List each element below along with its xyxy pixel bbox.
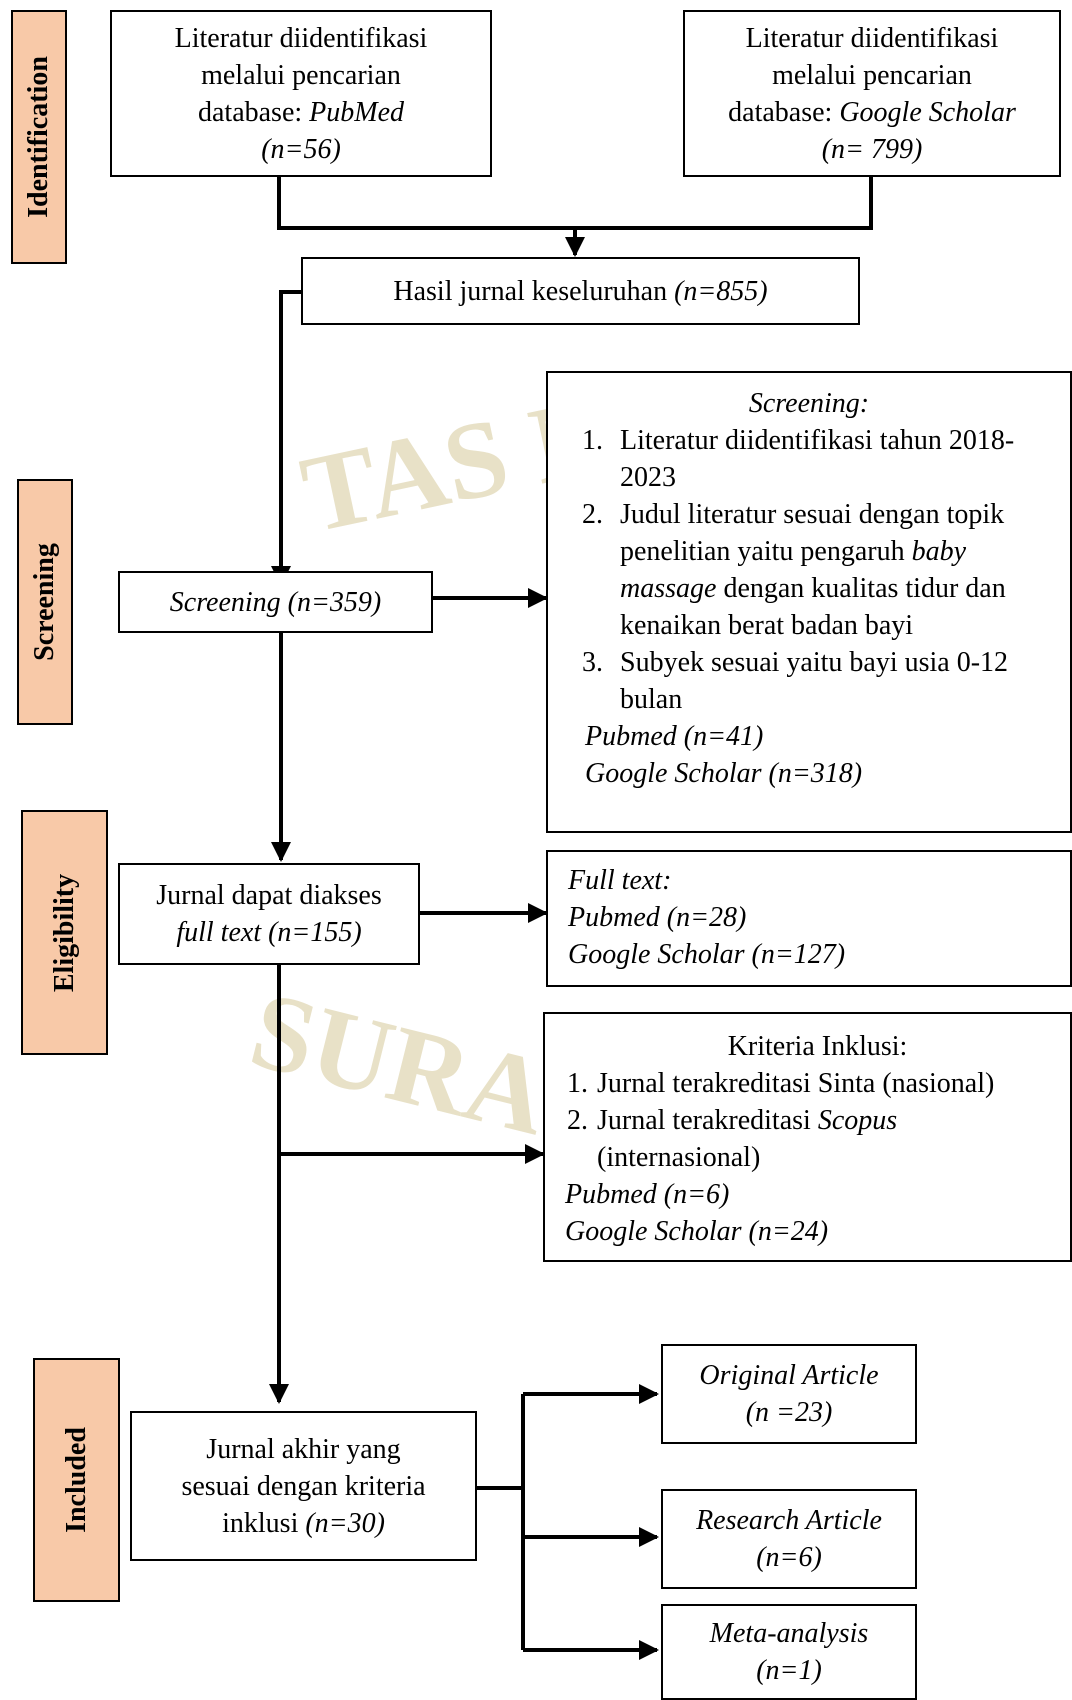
screening-text: Screening (n=359) (169, 586, 382, 618)
research-article-count: (n=6) (756, 1542, 822, 1573)
research-article-title: Research Article (696, 1505, 882, 1536)
phase-eligibility-label: Eligibility (48, 873, 80, 992)
pubmed-source-line2: melalui pencarian (201, 59, 401, 91)
total-box: Hasil jurnal keseluruhan (n=855) (301, 257, 860, 325)
arrow-total-to-screening (271, 290, 301, 586)
scholar-source-line1: Literatur diidentifikasi (745, 22, 999, 54)
branch-connector (477, 1394, 525, 1650)
merge-connector (277, 177, 873, 230)
screening-criteria-item-2: Judul literatur sesuai dengan topik pene… (610, 496, 1022, 644)
original-article-box: Original Article (n =23) (661, 1344, 917, 1444)
fulltext-detail-title: Full text: (568, 865, 672, 896)
phase-eligibility: Eligibility (21, 810, 108, 1055)
screening-criteria-item-1: Literatur diidentifikasi tahun 2018-2023 (610, 422, 1022, 496)
original-article-count: (n =23) (745, 1397, 833, 1428)
inclusion-criteria-item-2: Jurnal terakreditasi Scopus(internasiona… (595, 1102, 1070, 1176)
final-line1: Jurnal akhir yang (206, 1433, 401, 1465)
scholar-source-line2: melalui pencarian (772, 59, 972, 91)
screening-criteria-box: Screening: Literatur diidentifikasi tahu… (546, 371, 1072, 833)
screening-scholar-count: Google Scholar (n=318) (585, 758, 863, 789)
fulltext-line2: full text (n=155) (176, 917, 362, 948)
scholar-source-box: Literatur diidentifikasi melalui pencari… (683, 10, 1061, 177)
final-box: Jurnal akhir yang sesuai dengan kriteria… (130, 1411, 477, 1561)
meta-analysis-title: Meta-analysis (709, 1618, 869, 1649)
fulltext-line1: Jurnal dapat diakses (156, 880, 382, 911)
phase-screening: Screening (17, 479, 73, 725)
inclusion-scholar-count: Google Scholar (n=24) (565, 1216, 829, 1247)
original-article-title: Original Article (699, 1360, 879, 1391)
inclusion-criteria-item-1: Jurnal terakreditasi Sinta (nasional) (595, 1065, 1070, 1102)
scholar-source-line3: database: Google Scholar (728, 96, 1016, 128)
fulltext-detail-box: Full text: Pubmed (n=28) Google Scholar … (546, 850, 1072, 987)
inclusion-criteria-box: Kriteria Inklusi: Jurnal terakreditasi S… (543, 1012, 1072, 1262)
final-line2: sesuai dengan kriteria (181, 1470, 426, 1502)
total-text: Hasil jurnal keseluruhan (n=855) (393, 275, 768, 307)
phase-identification: Identification (11, 10, 67, 264)
pubmed-source-line3: database: PubMed (197, 96, 405, 128)
fulltext-pubmed-count: Pubmed (n=28) (568, 902, 747, 933)
screening-criteria-item-3: Subyek sesuai yaitu bayi usia 0-12 bulan (610, 644, 1022, 718)
scholar-source-count: (n= 799) (821, 133, 923, 165)
inclusion-criteria-title: Kriteria Inklusi: (727, 1031, 908, 1062)
fulltext-scholar-count: Google Scholar (n=127) (568, 939, 846, 970)
final-line3: inklusi (n=30) (222, 1507, 385, 1539)
phase-identification-label: Identification (23, 56, 54, 218)
pubmed-source-count: (n=56) (261, 133, 341, 165)
pubmed-source-box: Literatur diidentifikasi melalui pencari… (110, 10, 492, 177)
screening-criteria-title: Screening: (748, 388, 870, 419)
meta-analysis-box: Meta-analysis (n=1) (661, 1604, 917, 1700)
screening-pubmed-count: Pubmed (n=41) (585, 721, 764, 752)
screening-criteria-list: Literatur diidentifikasi tahun 2018-2023… (548, 422, 1070, 718)
fulltext-box: Jurnal dapat diakses full text (n=155) (118, 863, 420, 965)
meta-analysis-count: (n=1) (756, 1655, 822, 1686)
phase-included-label: Included (60, 1427, 92, 1533)
phase-screening-label: Screening (29, 543, 60, 661)
research-article-box: Research Article (n=6) (661, 1489, 917, 1589)
screening-box: Screening (n=359) (118, 571, 433, 633)
inclusion-pubmed-count: Pubmed (n=6) (565, 1179, 730, 1210)
pubmed-source-line1: Literatur diidentifikasi (174, 22, 428, 54)
phase-included: Included (33, 1358, 120, 1602)
inclusion-criteria-list: Jurnal terakreditasi Sinta (nasional) Ju… (565, 1065, 1070, 1176)
